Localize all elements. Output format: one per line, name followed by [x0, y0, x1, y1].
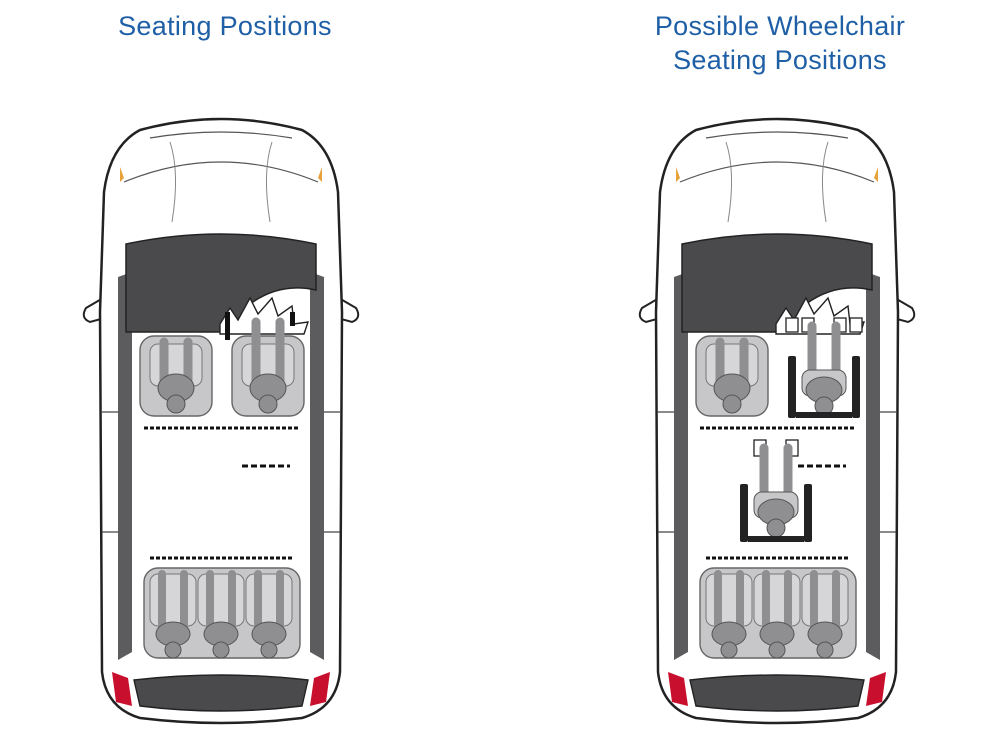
rear-window [689, 674, 865, 712]
rear-right-taillight [310, 672, 330, 706]
middle-wheelchair-position [740, 439, 812, 542]
wheelchair-positions-title: Possible Wheelchair Seating Positions [600, 9, 960, 77]
rear-left-taillight [668, 672, 688, 706]
front-passenger-seat [231, 317, 305, 417]
rear-bench-seat [699, 567, 857, 659]
left-interior-wall [118, 272, 132, 660]
seating-positions-title: Seating Positions [118, 11, 332, 41]
driver-seat [695, 335, 769, 417]
windshield [681, 233, 873, 333]
front-seat-highlight [219, 296, 310, 335]
front-right-indicator [874, 167, 878, 182]
left-interior-wall [674, 272, 688, 660]
wheelchair-title-line-2: Seating Positions [673, 45, 887, 75]
wheelchair-title-line-1: Possible Wheelchair [654, 11, 906, 41]
right-interior-wall [866, 272, 880, 660]
front-left-indicator [120, 167, 124, 182]
right-interior-wall [310, 272, 324, 660]
front-wheelchair-position [785, 317, 863, 418]
rear-bench-seat [143, 567, 301, 659]
front-left-indicator [676, 167, 680, 182]
rear-left-taillight [112, 672, 132, 706]
front-right-indicator [318, 167, 322, 182]
rear-window [133, 674, 309, 712]
driver-seat [139, 335, 213, 417]
rear-right-taillight [866, 672, 886, 706]
minivan-seating-diagram [82, 117, 360, 725]
minivan-wheelchair-diagram [638, 117, 916, 725]
windshield [125, 233, 317, 333]
